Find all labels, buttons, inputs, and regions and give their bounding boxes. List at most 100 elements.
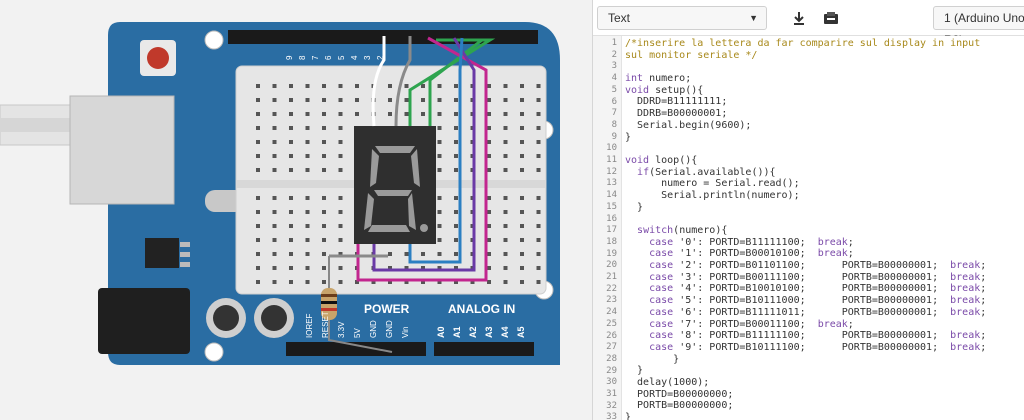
crystal <box>205 190 245 212</box>
breadboard-hole <box>305 84 310 88</box>
wire-green[interactable] <box>428 38 487 126</box>
breadboard-hole <box>289 98 293 102</box>
panel-divider[interactable] <box>592 0 593 420</box>
breadboard-hole <box>338 84 343 88</box>
breadboard-hole <box>536 238 541 242</box>
breadboard-hole <box>272 98 277 102</box>
breadboard-hole <box>437 280 442 284</box>
breadboard-hole <box>355 280 359 284</box>
reset-button-cap <box>147 47 169 69</box>
breadboard-hole <box>487 210 491 214</box>
breadboard-hole <box>289 140 293 144</box>
code-line: } <box>625 412 632 420</box>
download-icon <box>794 12 804 25</box>
breadboard-hole <box>503 126 508 130</box>
digital-pin-label: 3 <box>363 55 372 60</box>
breadboard-hole <box>256 280 260 284</box>
breadboard-hole <box>503 140 508 144</box>
breadboard-hole <box>520 238 524 242</box>
breadboard-hole <box>338 252 343 256</box>
code-line: } <box>625 201 644 213</box>
breadboard-hole <box>272 238 277 242</box>
breadboard-hole <box>503 168 508 172</box>
breadboard-hole <box>487 224 491 228</box>
code-mode-select[interactable]: Text ▼ <box>597 6 767 30</box>
breadboard-hole <box>371 280 376 284</box>
line-number: 7 <box>611 108 617 119</box>
line-number: 2 <box>611 49 617 60</box>
line-number: 6 <box>611 96 617 107</box>
breadboard-hole <box>404 84 409 88</box>
board-select[interactable]: 1 (Arduino Uno R3) <box>933 6 1024 47</box>
breadboard-hole <box>338 238 343 242</box>
line-number: 1 <box>611 38 617 48</box>
breadboard-hole <box>520 266 524 270</box>
analog-header <box>434 342 534 356</box>
chevron-down-icon: ▼ <box>749 13 758 23</box>
breadboard-hole <box>404 98 409 102</box>
power-pin-label: 3.3V <box>337 321 346 338</box>
line-number: 31 <box>606 389 617 399</box>
analog-pin-label: A0 <box>436 326 446 338</box>
code-line: } <box>625 365 644 377</box>
code-line: sul monitor seriale */ <box>625 49 758 61</box>
code-text[interactable]: /*inserire la lettera da far comparire s… <box>625 38 986 420</box>
breadboard-hole <box>338 140 343 144</box>
breadboard-hole <box>388 84 392 88</box>
breadboard-hole <box>437 224 442 228</box>
wire-purple[interactable] <box>372 37 476 272</box>
breadboard-hole <box>487 196 491 200</box>
line-number: 12 <box>606 166 617 177</box>
breadboard-hole <box>503 280 508 284</box>
download-button[interactable] <box>785 6 813 30</box>
usb-socket <box>69 95 175 205</box>
breadboard-hole <box>437 210 442 214</box>
code-line: int numero; <box>625 73 692 85</box>
wire-blue[interactable] <box>408 37 464 264</box>
breadboard-hole <box>503 210 508 214</box>
breadboard-hole <box>487 98 491 102</box>
breadboard-hole <box>536 224 541 228</box>
breadboard-hole <box>454 84 458 88</box>
breadboard-hole <box>256 196 260 200</box>
analog-pin-label: A1 <box>452 326 462 338</box>
breadboard-hole <box>289 252 293 256</box>
breadboard-hole <box>289 84 293 88</box>
breadboard-hole <box>437 126 442 130</box>
code-line: case '0': PORTD=B11111100; break; <box>649 236 854 248</box>
breadboard-hole <box>322 140 326 144</box>
breadboard-hole <box>338 266 343 270</box>
wire-white[interactable] <box>371 36 386 127</box>
analog-pin-label: A2 <box>468 326 478 338</box>
breadboard-hole <box>256 252 260 256</box>
line-number: 17 <box>606 225 617 236</box>
display-dot <box>420 224 428 232</box>
upload-button[interactable] <box>817 6 845 30</box>
line-number: 4 <box>611 73 617 84</box>
breadboard-hole <box>289 210 293 214</box>
breadboard-hole <box>256 84 260 88</box>
line-number: 15 <box>606 201 617 212</box>
digital-pin-label: 4 <box>350 55 359 60</box>
breadboard-hole <box>322 210 326 214</box>
breadboard-hole <box>536 126 541 130</box>
breadboard-hole <box>338 112 343 116</box>
breadboard-hole <box>454 112 458 116</box>
breadboard-hole <box>421 84 425 88</box>
analog-pin-label: A4 <box>500 326 510 338</box>
breadboard-hole <box>256 210 260 214</box>
wire-gray[interactable] <box>394 36 412 127</box>
breadboard-hole <box>536 154 541 158</box>
breadboard-hole <box>289 168 293 172</box>
breadboard-hole <box>338 98 343 102</box>
line-number: 23 <box>606 295 617 306</box>
breadboard-hole <box>437 196 442 200</box>
breadboard-hole <box>289 126 293 130</box>
breadboard-hole <box>322 266 326 270</box>
breadboard-hole <box>536 168 541 172</box>
breadboard-hole <box>289 112 293 116</box>
breadboard-hole <box>520 140 524 144</box>
